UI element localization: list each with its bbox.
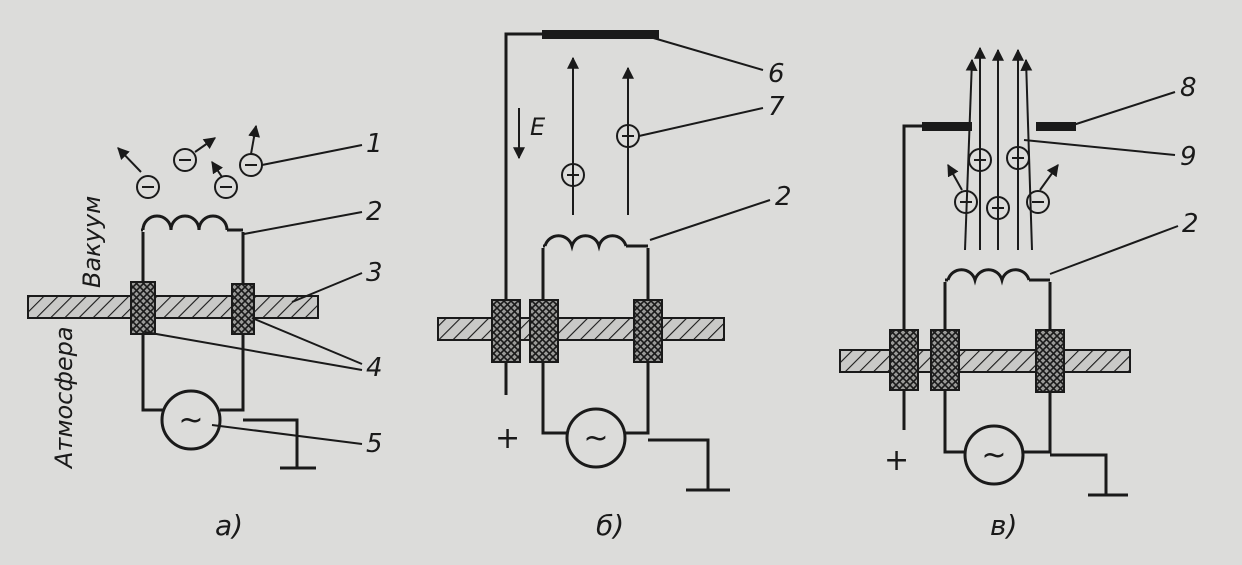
electron (136, 175, 160, 199)
panel-b: + ~ E 6 7 2 б) (437, 30, 792, 542)
electron (214, 175, 238, 199)
label-2: 2 (366, 197, 383, 227)
label-4: 4 (366, 353, 383, 383)
label-9: 9 (1180, 142, 1197, 172)
emission-arrow (1039, 164, 1059, 191)
emission-arrow (194, 137, 216, 153)
electron (954, 190, 978, 214)
insulator-b-2 (529, 299, 559, 363)
filament-coil-a (141, 214, 243, 232)
ac-symbol-c: ~ (981, 438, 1006, 473)
anode-lead-b (504, 32, 542, 395)
wall-b (437, 317, 725, 341)
caption-a: а) (215, 509, 243, 542)
panel-a: ~ 1 2 3 4 5 Вакуум Атмосфера а) (27, 124, 383, 542)
insulator-b-1 (491, 299, 521, 363)
leader-1 (261, 144, 363, 166)
anode-plate-6 (542, 30, 659, 39)
emission-arrow (947, 163, 963, 191)
leader-3 (291, 272, 363, 303)
emission-arrow (117, 147, 142, 173)
panel-c: + ~ 8 9 2 в) (839, 46, 1199, 542)
label-7: 7 (768, 92, 785, 122)
label-5: 5 (366, 429, 383, 459)
leader-4a (144, 331, 363, 371)
filament-leads-c (943, 282, 1108, 495)
emission-arrow (211, 161, 223, 178)
anode-lead-c (902, 124, 922, 430)
plus-b: + (495, 421, 520, 456)
filament-coil-c (945, 268, 1050, 286)
insulator-c-2 (930, 329, 960, 391)
leader-9 (1023, 139, 1176, 156)
caption-b: б) (596, 509, 624, 542)
emission-arrow (248, 124, 261, 155)
leader-2a (243, 211, 363, 235)
leader-7 (638, 107, 764, 137)
caption-c: в) (990, 509, 1017, 542)
ac-source-a (160, 389, 222, 451)
label-2c: 2 (1182, 209, 1199, 239)
leader-6 (649, 36, 764, 71)
leader-4b (251, 317, 363, 365)
leader-2c (1049, 225, 1179, 275)
anode-plate-8-left (922, 122, 972, 131)
field-label-e: E (530, 113, 546, 141)
insulator-c-1 (889, 329, 919, 391)
electron (173, 148, 197, 172)
ac-source-b (565, 407, 627, 469)
leader-5 (211, 424, 363, 445)
leader-8 (1069, 91, 1176, 127)
plus-c: + (884, 443, 909, 478)
label-2b: 2 (775, 182, 792, 212)
leader-2b (649, 199, 771, 241)
atmosphere-label: Атмосфера (50, 326, 78, 470)
wall-c (839, 349, 1131, 373)
vacuum-label: Вакуум (78, 196, 106, 288)
filament-coil-b (543, 234, 648, 252)
ac-symbol-b: ~ (583, 421, 608, 456)
label-1: 1 (366, 129, 383, 159)
label-3: 3 (366, 258, 383, 288)
insulator-b-3 (633, 299, 663, 363)
electron-beam (964, 58, 978, 251)
electron (1006, 146, 1030, 170)
insulator-c-3 (1035, 329, 1065, 393)
insulator-a-right (231, 283, 255, 335)
ac-source-c (963, 424, 1025, 486)
electron (968, 148, 992, 172)
electron (1026, 190, 1050, 214)
ac-symbol-a: ~ (178, 403, 203, 438)
electron (239, 153, 263, 177)
anode-plate-8-right (1036, 122, 1076, 131)
insulator-a-left (130, 281, 156, 335)
label-6: 6 (768, 59, 785, 89)
electron (986, 196, 1010, 220)
label-8: 8 (1180, 73, 1197, 103)
electron (561, 163, 585, 187)
filament-leads-b (541, 248, 710, 490)
wall-a (27, 295, 319, 319)
